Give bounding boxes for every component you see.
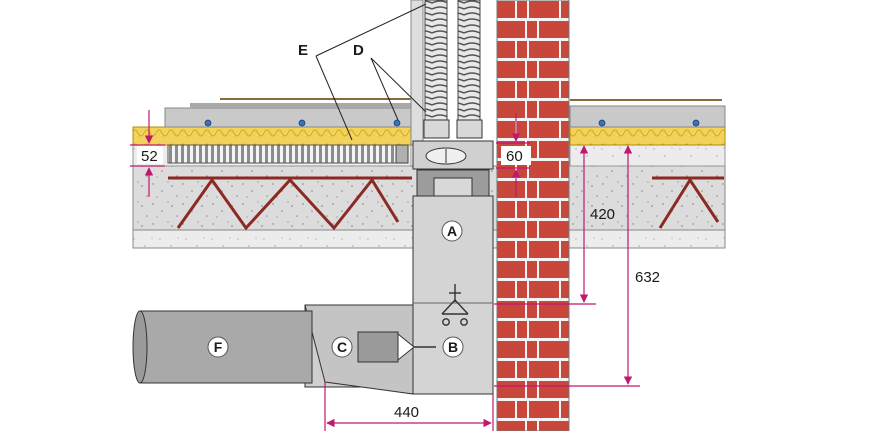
collector-top [412,140,494,197]
callout-c: C [331,336,353,358]
callout-e-label: E [298,42,308,59]
callout-f: F [207,336,229,358]
dim-420-label: 420 [590,206,615,223]
dim-60-label: 60 [506,148,523,165]
callout-leaders [315,3,427,141]
dim-632-label: 632 [635,269,660,286]
damper-symbol [441,284,469,326]
wall-plate [410,0,424,146]
flexible-ducts [423,0,483,139]
dim-52-label: 52 [141,148,158,165]
transition-piece [304,304,436,395]
callout-b: B [442,336,464,358]
floor-grille [167,144,409,164]
dim-440-label: 440 [394,404,419,421]
dimension-lines [130,110,640,431]
dim-52-bg [137,146,163,164]
brick-wall [496,0,570,431]
floor-build-up-right [569,99,726,167]
lattice-truss-right [652,176,724,229]
dim-60-bg [501,146,531,165]
lattice-truss-left [168,176,412,231]
callout-d-label: D [353,42,364,59]
callout-c-label: C [337,339,347,355]
callout-f-label: F [214,339,223,355]
callout-a: A [441,220,463,242]
callout-b-label: B [448,339,458,355]
callout-a-label: A [447,223,457,239]
